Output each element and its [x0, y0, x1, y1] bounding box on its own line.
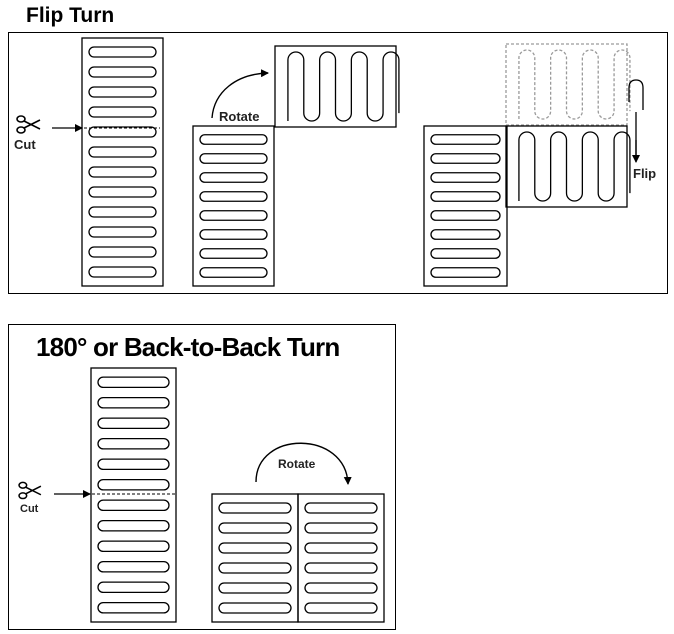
flip-label: Flip	[633, 166, 656, 181]
mat-flip-bottom-wire	[430, 134, 501, 278]
mat-back-right	[297, 493, 385, 623]
flip-turn-panel	[8, 32, 668, 294]
flip-cut-label: Cut	[14, 137, 36, 152]
mat-flip-bottom	[423, 125, 508, 287]
mat-tall-1-wire	[88, 46, 157, 278]
scissors-icon-loop-bottom	[16, 126, 26, 134]
mat-back-right-wire	[304, 502, 378, 614]
back-rotate-arrow	[255, 442, 352, 485]
scissors-icon	[16, 115, 41, 134]
back-rotate-label: Rotate	[278, 457, 316, 471]
scissors-icon-2-loop-bottom	[18, 492, 28, 500]
mat-flipped-border	[505, 125, 628, 208]
scissors-icon-2-blades	[25, 485, 42, 496]
back-to-back-panel	[8, 324, 396, 630]
mat-back-right-border	[297, 493, 385, 623]
flip-turn-title: Flip Turn	[26, 4, 115, 27]
mat-tall-2	[90, 367, 177, 623]
flip-rotate-label: Rotate	[219, 109, 259, 124]
mat-flip-ghost-wire	[518, 49, 631, 120]
scissors-icon-2-loop-top	[18, 481, 28, 489]
mat-rotated-bottom-wire	[199, 134, 268, 278]
mat-rotated-bottom	[192, 125, 275, 287]
scissors-icon-blades	[23, 119, 41, 130]
mat-rotated-top-border	[274, 45, 397, 128]
mat-rotated-bottom-border	[192, 125, 275, 287]
back-to-back-title: 180° or Back-to-Back Turn	[36, 332, 340, 362]
mat-flip-bottom-border	[423, 125, 508, 287]
mat-flip-ghost	[505, 43, 631, 126]
mat-flip-ghost-border	[505, 43, 628, 126]
rotate-curved-arrow	[211, 69, 269, 119]
mat-tall-1	[81, 37, 164, 287]
mat-rotated-top	[274, 45, 400, 128]
mat-tall-1-border	[81, 37, 164, 287]
mat-back-left	[211, 493, 299, 623]
scissors-icon-loop-top	[16, 115, 26, 123]
mat-rotated-top-wire	[287, 51, 400, 122]
back-cut-label: Cut	[20, 503, 39, 515]
mat-flipped	[505, 125, 631, 208]
scissors-icon-2	[18, 481, 42, 500]
mat-tall-2-border	[90, 367, 177, 623]
mat-tall-2-wire	[97, 376, 170, 614]
mat-flipped-wire	[518, 131, 631, 202]
mat-back-left-wire	[218, 502, 292, 614]
